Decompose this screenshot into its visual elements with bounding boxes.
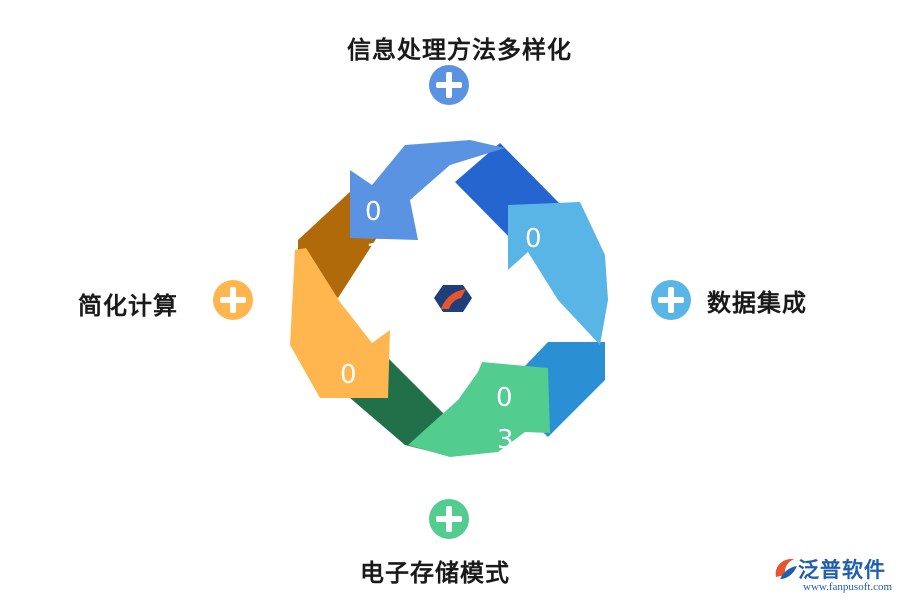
label-left: 简化计算	[78, 292, 178, 320]
segment-2-digit-bottom: 2	[526, 266, 543, 296]
segment-3-digit-top: 0	[496, 383, 513, 413]
segment-1-digit-top: 0	[365, 197, 382, 227]
plus-top-icon[interactable]	[429, 65, 469, 105]
segment-4-digit-bottom: 4	[341, 402, 358, 432]
label-bottom: 电子存储模式	[360, 559, 510, 587]
segment-1-digit-bottom: 1	[366, 239, 383, 269]
brand-logo-icon	[775, 558, 797, 579]
brand-url: www.fanpusoft.com	[803, 581, 893, 593]
plus-left-icon[interactable]	[213, 280, 253, 320]
segment-4-arrow	[290, 248, 390, 398]
label-right: 数据集成	[707, 289, 807, 317]
plus-bottom-icon[interactable]	[429, 499, 469, 539]
segment-2-arrow	[508, 202, 608, 345]
segment-3-arrow	[408, 362, 550, 457]
segment-3-digit-bottom: 3	[497, 425, 514, 455]
segment-1-arrow	[350, 140, 505, 240]
segment-4-digit-top: 0	[340, 360, 357, 390]
brand-name: 泛普软件	[798, 558, 886, 582]
plus-right-icon[interactable]	[651, 280, 691, 320]
hexagon-logo-icon	[434, 285, 472, 312]
label-top: 信息处理方法多样化	[347, 36, 572, 64]
brand-watermark: 泛普软件 www.fanpusoft.com	[772, 553, 900, 598]
segment-2-digit-top: 0	[525, 224, 542, 254]
